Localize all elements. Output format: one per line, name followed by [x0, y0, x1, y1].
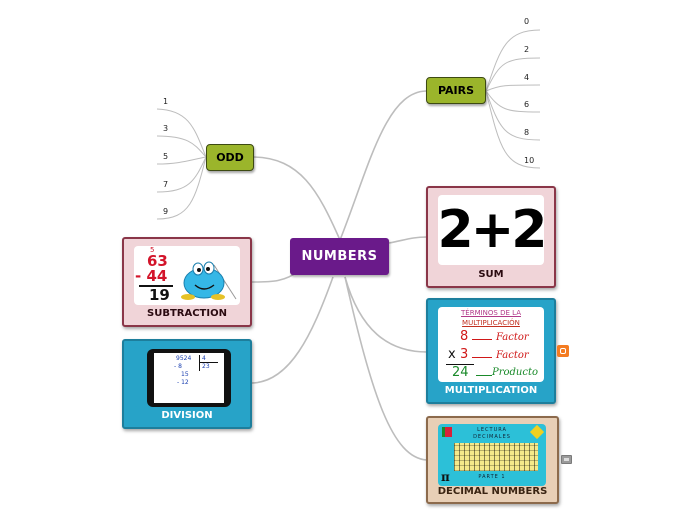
link-odd-3 — [156, 135, 207, 158]
sum-label: SUM — [478, 269, 504, 280]
multiplication-row3-word: Producto — [492, 367, 539, 378]
multiplication-arrow-2 — [472, 357, 492, 358]
link-pairs-4 — [485, 84, 541, 92]
division-image: 9524 4 23 - 8 15 - 12 — [134, 347, 240, 407]
decimal-book-icon — [442, 427, 452, 437]
pairs-item-6[interactable]: 6 — [524, 100, 530, 109]
division-step-2: 15 — [181, 371, 189, 378]
subtraction-node[interactable]: 5 63 - 44 19 SUBTRACTION — [122, 237, 252, 327]
pairs-label: PAIRS — [437, 84, 475, 97]
division-dividend: 9524 — [176, 355, 192, 362]
decimal-numbers-label: DECIMAL NUMBERS — [437, 486, 548, 497]
link-pairs-8 — [485, 90, 541, 141]
pairs-item-0[interactable]: 0 — [524, 17, 530, 26]
odd-item-7[interactable]: 7 — [163, 180, 169, 189]
multiplication-row1-num: 8 — [460, 329, 469, 344]
subtraction-subtrahend: - 44 — [135, 267, 168, 285]
division-vertical-bar — [199, 355, 200, 371]
odd-node[interactable]: ODD — [206, 144, 254, 171]
pairs-item-2[interactable]: 2 — [524, 45, 530, 54]
pairs-item-8[interactable]: 8 — [524, 128, 530, 137]
decimal-title-1: LECTURA — [477, 427, 507, 433]
link-root-pairs — [339, 90, 427, 241]
subtraction-label: SUBTRACTION — [147, 308, 227, 319]
link-root-decimal — [344, 276, 428, 461]
odd-item-3[interactable]: 3 — [163, 124, 169, 133]
odd-item-1[interactable]: 1 — [163, 97, 169, 106]
video-frame-icon — [564, 458, 569, 461]
multiplication-arrow-1 — [472, 339, 492, 340]
link-pairs-0 — [485, 29, 541, 92]
sum-node[interactable]: 2+2 SUM — [426, 186, 556, 288]
decimal-numbers-node[interactable]: LECTURA DECIMALES PARTE 1 π DECIMAL NUMB… — [426, 416, 559, 504]
decimal-title-2: DECIMALES — [473, 434, 511, 440]
link-odd-7 — [156, 156, 207, 193]
multiplication-title-1: TÉRMINOS DE LA — [461, 309, 521, 317]
decimal-place-value-table — [454, 443, 538, 471]
multiplication-row3-num: 24 — [452, 365, 469, 380]
link-pairs-10 — [485, 90, 541, 169]
subtraction-rule — [139, 285, 173, 287]
tablet-frame: 9524 4 23 - 8 15 - 12 — [147, 349, 231, 407]
tablet-screen: 9524 4 23 - 8 15 - 12 — [154, 353, 224, 403]
decimal-pi-symbol: π — [441, 470, 450, 484]
blogger-glyph — [560, 348, 566, 354]
sum-image: 2+2 — [438, 195, 544, 265]
multiplication-rule — [446, 364, 474, 365]
link-root-multiplication — [344, 276, 428, 353]
link-root-division — [251, 276, 334, 384]
blogger-link-icon[interactable] — [557, 345, 569, 357]
division-label: DIVISION — [161, 410, 213, 421]
link-odd-5 — [156, 156, 207, 165]
subtraction-borrow: 5 — [150, 246, 155, 254]
multiplication-row2-word: Factor — [496, 350, 529, 361]
multiplication-title-2: MULTIPLICACIÓN — [462, 319, 520, 327]
multiplication-node[interactable]: TÉRMINOS DE LA MULTIPLICACIÓN 8 Factor x… — [426, 298, 556, 404]
link-pairs-6 — [485, 90, 541, 113]
root-node-numbers[interactable]: NUMBERS — [290, 238, 389, 275]
link-root-odd — [253, 156, 341, 241]
odd-label: ODD — [216, 151, 244, 164]
link-odd-1 — [156, 108, 207, 158]
root-label: NUMBERS — [301, 249, 378, 264]
decimal-image: LECTURA DECIMALES PARTE 1 π — [438, 424, 546, 486]
subtraction-result: 19 — [149, 286, 170, 304]
multiplication-arrow-3 — [476, 375, 492, 376]
decimal-part: PARTE 1 — [478, 474, 506, 480]
odd-item-9[interactable]: 9 — [163, 207, 169, 216]
division-divisor: 4 — [202, 355, 206, 362]
odd-item-5[interactable]: 5 — [163, 152, 169, 161]
subtraction-image: 5 63 - 44 19 — [134, 246, 240, 305]
sum-image-text: 2+2 — [438, 200, 544, 260]
pairs-item-10[interactable]: 10 — [524, 156, 535, 165]
link-pairs-2 — [485, 57, 541, 92]
bug-mascot-icon — [181, 261, 237, 300]
pairs-node[interactable]: PAIRS — [426, 77, 486, 104]
multiplication-image: TÉRMINOS DE LA MULTIPLICACIÓN 8 Factor x… — [438, 307, 544, 382]
link-root-sum — [388, 236, 428, 244]
link-odd-9 — [156, 156, 207, 220]
division-step-1: - 8 — [174, 363, 182, 370]
division-quotient-rule — [200, 362, 218, 363]
multiplication-label: MULTIPLICATION — [444, 385, 538, 396]
multiplication-row1-word: Factor — [496, 332, 529, 343]
division-quotient: 23 — [202, 363, 210, 370]
subtraction-minuend: 63 — [147, 252, 168, 270]
multiplication-row2-num: 3 — [460, 347, 469, 362]
division-node[interactable]: 9524 4 23 - 8 15 - 12 DIVISION — [122, 339, 252, 429]
pairs-item-4[interactable]: 4 — [524, 73, 530, 82]
multiplication-row2-op: x — [448, 347, 456, 362]
division-step-3: - 12 — [177, 379, 189, 386]
video-link-icon[interactable] — [561, 455, 572, 464]
